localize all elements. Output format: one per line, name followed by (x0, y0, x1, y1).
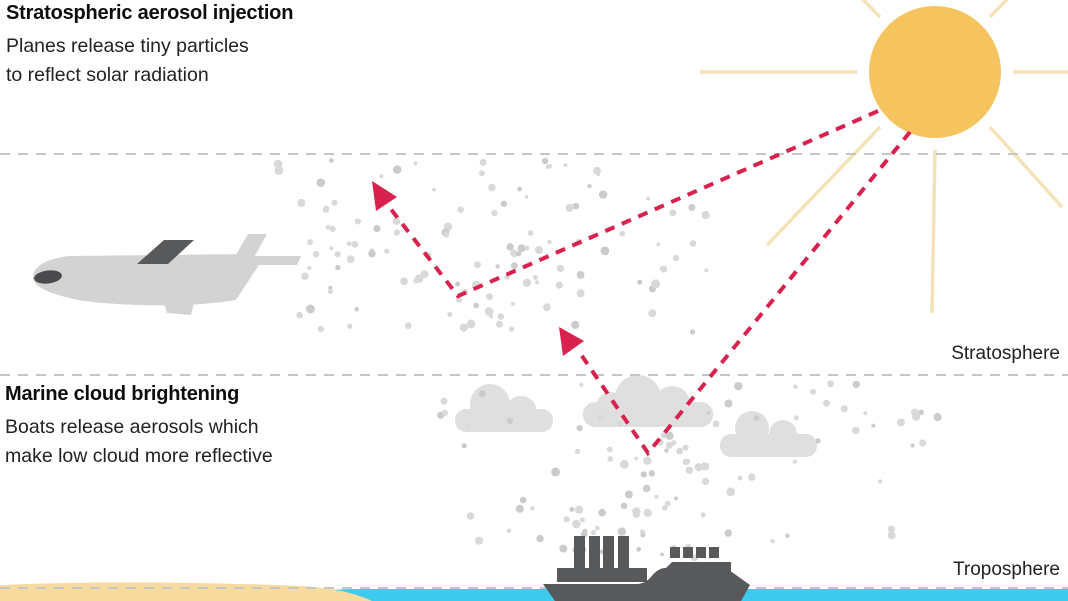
ship-bridge-block (696, 547, 706, 558)
plane-fuselage (33, 254, 259, 306)
cloud-reflection-path (578, 130, 912, 457)
ship-funnel (603, 536, 614, 568)
annotation-stratospheric-aerosol-injection: Stratospheric aerosol injection Planes r… (6, 2, 293, 90)
annotation-marine-cloud-brightening: Marine cloud brightening Boats release a… (5, 383, 273, 471)
cloud-icons (455, 375, 817, 457)
ship-funnel (589, 536, 600, 568)
ship-funnel (574, 536, 585, 568)
stratosphere-reflection-path (388, 109, 879, 299)
aerosol-particles (273, 157, 942, 601)
plane-aerosol-plume-sparse (619, 196, 710, 335)
plane-icon (33, 234, 301, 315)
ship-bridge-block (709, 547, 719, 558)
atmosphere-boundary-lines (0, 153, 1068, 589)
annotation-description-line: to reflect solar radiation (6, 64, 209, 86)
reflected-ray-arrow-icon (559, 327, 584, 356)
cloud-icon (455, 384, 553, 432)
stratosphere-label: Stratosphere (951, 343, 1060, 364)
beach-sand (0, 582, 372, 601)
plane-cockpit-window (34, 270, 62, 284)
reflected-ray-arrows (372, 181, 584, 356)
reflected-ray-arrow-icon (372, 181, 397, 211)
annotation-description-line: Planes release tiny particles (6, 35, 249, 57)
plane-aerosol-plume (273, 157, 610, 333)
cloud-icon (720, 411, 817, 457)
ship-bridge-block (683, 547, 693, 558)
sun-disc (869, 6, 1001, 138)
annotation-description-line: make low cloud more reflective (5, 445, 273, 467)
ship-bridge (663, 562, 731, 586)
troposphere-label: Troposphere (952, 559, 1060, 580)
annotation-description-line: Boats release aerosols which (5, 416, 259, 438)
cloud-aerosol-scatter (437, 380, 942, 545)
sun-icon (700, 0, 1068, 314)
cargo-ship-icon (543, 536, 750, 601)
annotation-title: Stratospheric aerosol injection (6, 2, 294, 24)
ship-funnel (618, 536, 629, 568)
ship-deck (557, 568, 647, 582)
cloud-icon (583, 375, 713, 427)
plane-far-wing (137, 240, 194, 264)
ship-bridge-block (670, 547, 680, 558)
annotation-title: Marine cloud brightening (5, 383, 240, 405)
plane-near-wing (160, 291, 197, 315)
sun-rays (700, 0, 1068, 314)
solar-radiation-paths (388, 109, 912, 457)
